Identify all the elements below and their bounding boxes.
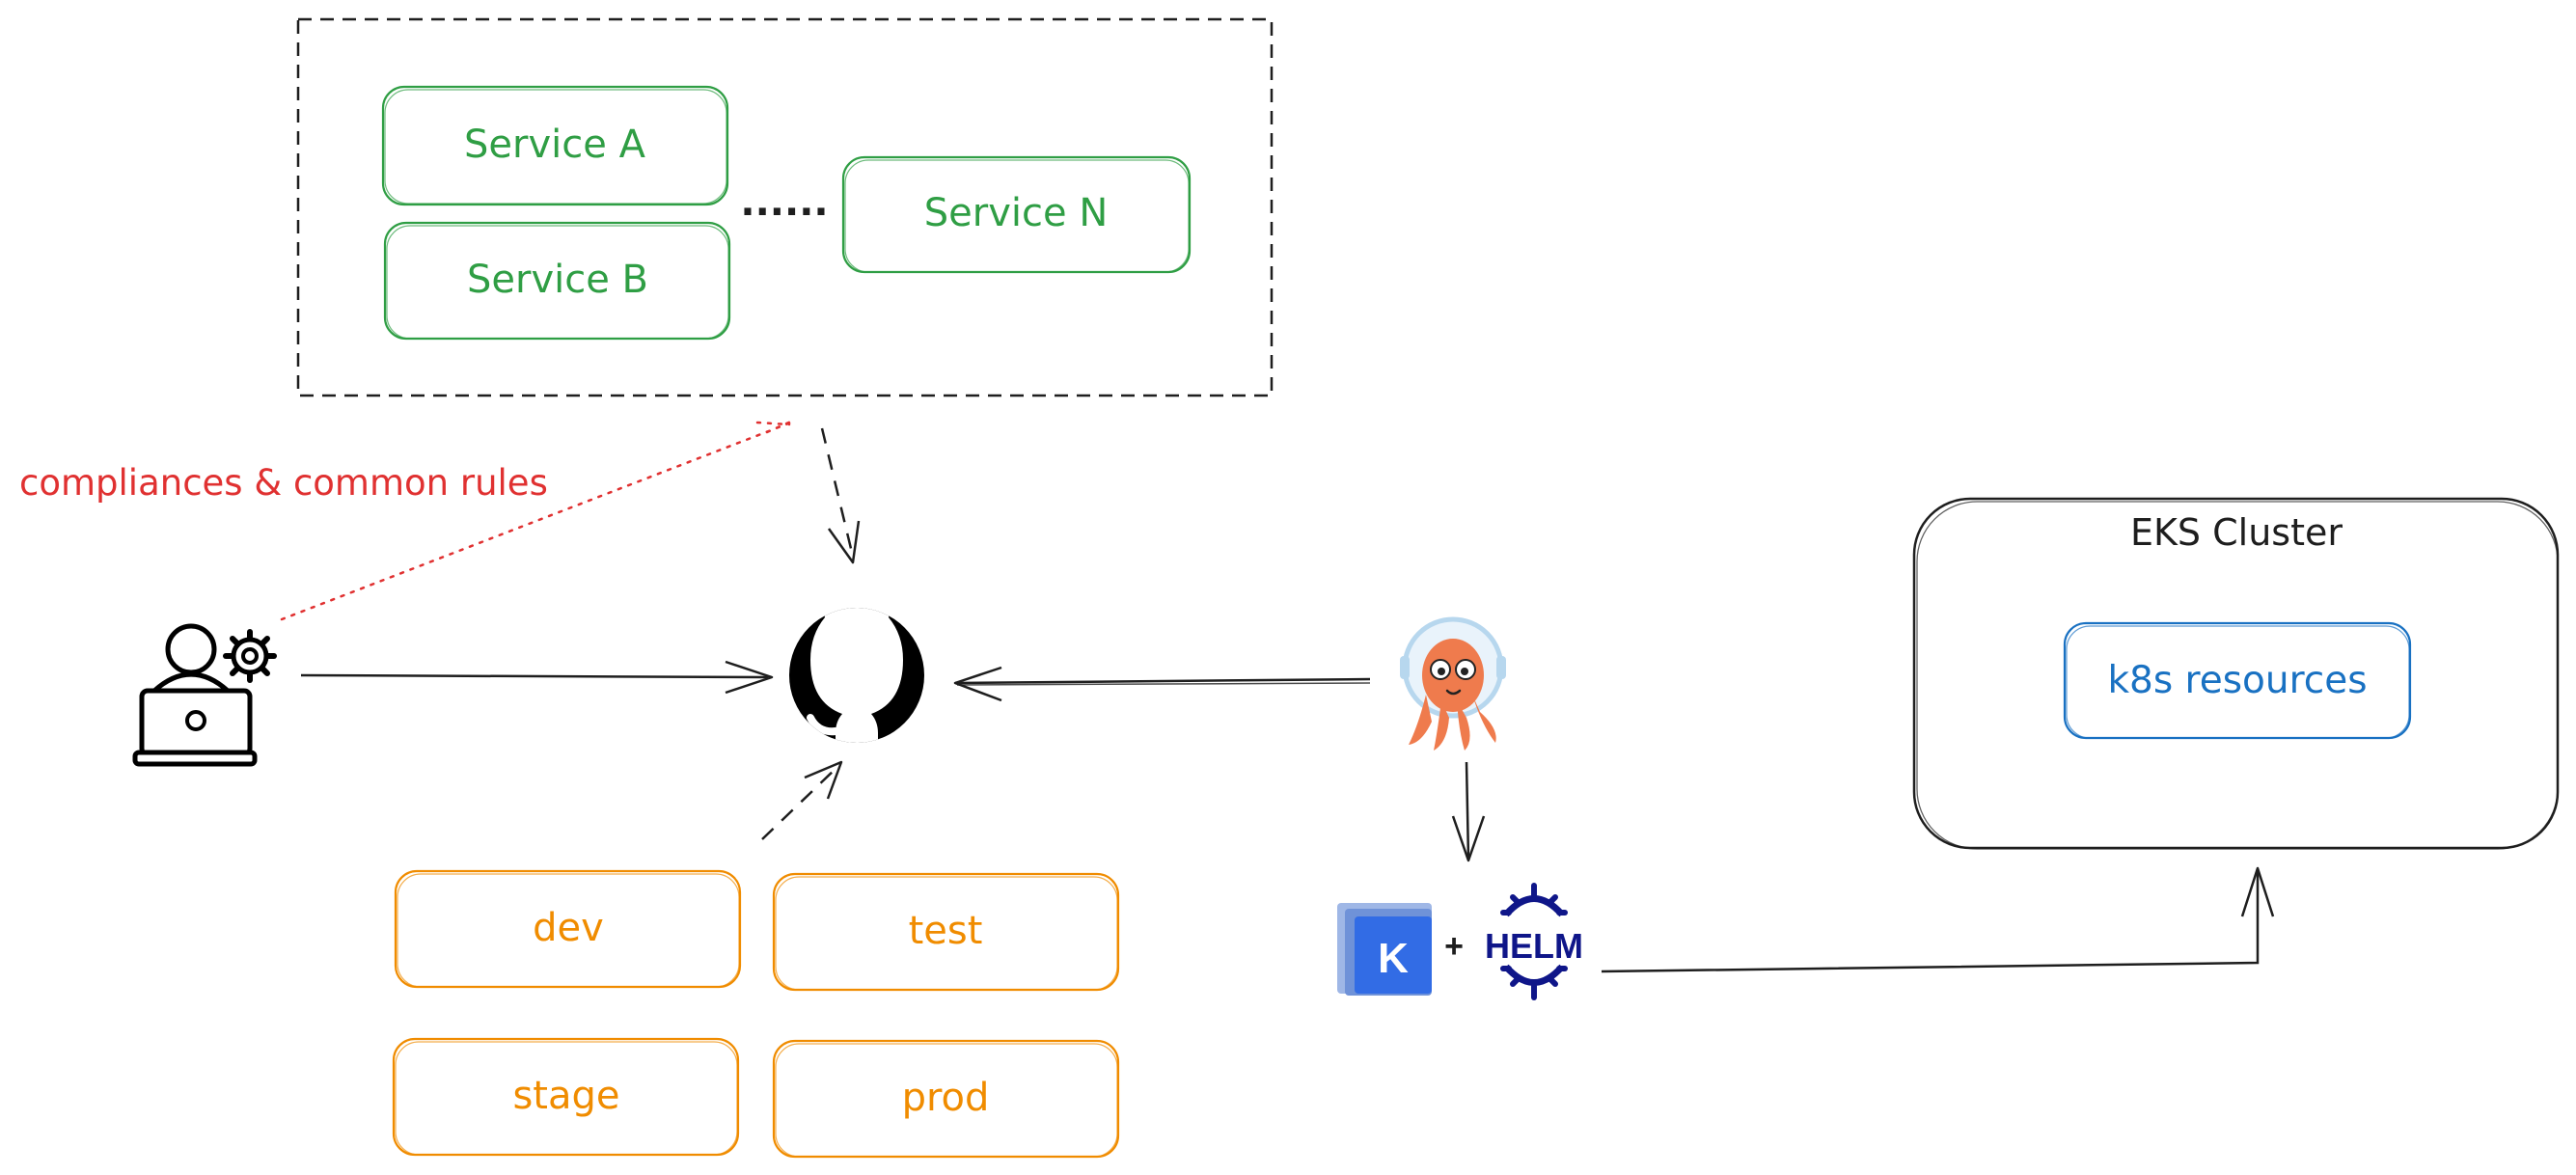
environment-prod-label: prod <box>902 1076 990 1120</box>
helm-label: HELM <box>1485 926 1583 966</box>
compliance-annotation: compliances & common rules <box>19 462 548 504</box>
developer-laptop-gear-icon <box>132 623 277 767</box>
services-group: Service A Service B ...... Service N <box>296 17 1274 397</box>
arrow-developer-to-github <box>300 660 774 695</box>
eks-cluster-box[interactable]: EKS Cluster k8s resources <box>1912 497 2560 850</box>
service-a-label: Service A <box>464 123 646 167</box>
environment-test-label: test <box>909 909 983 953</box>
github-icon <box>789 608 924 743</box>
helm-icon: HELM <box>1485 883 1583 1000</box>
environment-stage-box[interactable]: stage <box>392 1037 740 1157</box>
tools-plus-sign: + <box>1444 928 1464 965</box>
k8s-resources-label: k8s resources <box>2107 659 2367 702</box>
argocd-octopus-icon <box>1400 616 1506 751</box>
service-n-box[interactable]: Service N <box>841 155 1192 274</box>
service-n-label: Service N <box>924 191 1108 235</box>
services-ellipsis: ...... <box>740 180 828 225</box>
k8s-resources-box[interactable]: k8s resources <box>2063 621 2412 740</box>
eks-cluster-title: EKS Cluster <box>2130 511 2343 554</box>
arrow-argocd-to-github <box>953 666 1371 702</box>
kustomize-letter: K <box>1378 935 1409 982</box>
compliance-dotted-line <box>280 419 798 621</box>
environment-prod-box[interactable]: prod <box>772 1039 1120 1159</box>
environment-test-box[interactable]: test <box>772 872 1120 992</box>
service-a-box[interactable]: Service A <box>381 85 729 206</box>
services-dashed-border <box>296 17 1274 397</box>
arrow-argocd-to-tools <box>1451 761 1486 862</box>
arrow-environments-to-github <box>761 760 843 840</box>
service-b-box[interactable]: Service B <box>383 221 731 341</box>
environment-stage-label: stage <box>512 1074 619 1118</box>
arrow-services-to-github <box>820 427 861 564</box>
environment-dev-label: dev <box>533 906 604 950</box>
arrow-tools-to-eks <box>1601 866 2275 973</box>
service-b-label: Service B <box>467 258 648 302</box>
environment-dev-box[interactable]: dev <box>394 869 742 989</box>
kustomize-icon: K <box>1337 903 1432 996</box>
